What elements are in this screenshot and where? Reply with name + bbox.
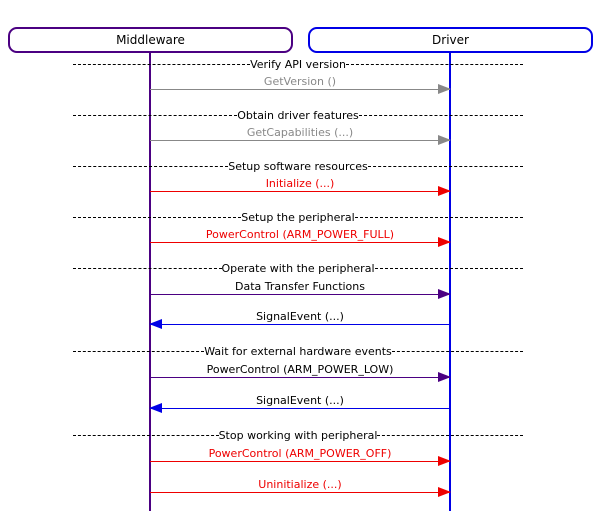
message-line (150, 456, 451, 466)
message-label: PowerControl (ARM_POWER_FULL) (205, 228, 395, 241)
divider-label: Setup the peripheral (241, 210, 355, 224)
dash-line-left (73, 165, 229, 167)
message-line (149, 319, 450, 329)
message-getversion: GetVersion () (150, 74, 451, 94)
dash-line-left (73, 434, 219, 436)
message-line (150, 487, 451, 497)
divider-setup-the-peripheral: Setup the peripheral (73, 209, 523, 225)
divider-label: Wait for external hardware events (204, 344, 392, 358)
message-label: PowerControl (ARM_POWER_OFF) (208, 447, 392, 460)
divider-obtain-driver-features: Obtain driver features (73, 107, 523, 123)
dash-line-right (391, 350, 523, 352)
message-powercontrol-full: PowerControl (ARM_POWER_FULL) (150, 227, 451, 247)
dash-line-right (367, 165, 523, 167)
divider-label: Setup software resources (228, 159, 368, 173)
dash-line-right (374, 267, 524, 269)
dash-line-left (73, 216, 242, 218)
dash-line-left (73, 267, 222, 269)
message-line (150, 237, 451, 247)
dash-line-left (73, 63, 251, 65)
divider-label: Stop working with peripheral (218, 428, 378, 442)
message-label: GetCapabilities (...) (246, 126, 354, 139)
arrowhead-right-icon (438, 84, 451, 94)
arrowhead-right-icon (438, 289, 451, 299)
divider-operate-with-the-peripheral: Operate with the peripheral (73, 260, 524, 276)
arrowhead-right-icon (438, 487, 451, 497)
dash-line-right (377, 434, 523, 436)
arrowhead-left-icon (149, 403, 162, 413)
divider-stop-working-with-peripheral: Stop working with peripheral (73, 427, 523, 443)
message-line (149, 403, 450, 413)
divider-setup-software-resources: Setup software resources (73, 158, 523, 174)
arrowhead-right-icon (438, 237, 451, 247)
message-line (150, 135, 451, 145)
message-initialize: Initialize (...) (150, 176, 451, 196)
divider-wait-for-external-hardware-events: Wait for external hardware events (73, 343, 523, 359)
divider-verify-api-version: Verify API version (73, 56, 524, 72)
arrowhead-right-icon (438, 135, 451, 145)
dash-line-left (73, 350, 205, 352)
message-label: GetVersion () (263, 75, 337, 88)
arrowhead-right-icon (438, 456, 451, 466)
dash-line-left (73, 114, 238, 116)
message-label: SignalEvent (...) (256, 394, 344, 407)
divider-label: Obtain driver features (237, 108, 359, 122)
lifeline-driver (449, 52, 451, 511)
actor-label-driver: Driver (432, 33, 469, 47)
message-uninitialize: Uninitialize (...) (150, 477, 451, 497)
message-label: Initialize (...) (265, 177, 335, 190)
message-powercontrol-low: PowerControl (ARM_POWER_LOW) (150, 362, 451, 382)
message-line (150, 84, 451, 94)
message-label: Uninitialize (...) (258, 478, 342, 491)
actor-box-middleware: Middleware (8, 27, 293, 53)
lifeline-middleware (149, 52, 151, 511)
message-line (150, 372, 451, 382)
divider-label: Verify API version (250, 57, 346, 71)
message-label: PowerControl (ARM_POWER_LOW) (206, 363, 394, 376)
message-data-transfer-functions: Data Transfer Functions (150, 279, 451, 299)
dash-line-right (345, 63, 524, 65)
dash-line-right (354, 216, 523, 218)
message-label: SignalEvent (...) (256, 310, 344, 323)
actor-label-middleware: Middleware (116, 33, 185, 47)
arrowhead-right-icon (438, 186, 451, 196)
arrowhead-left-icon (149, 319, 162, 329)
message-getcapabilities: GetCapabilities (...) (150, 125, 451, 145)
message-line (150, 289, 451, 299)
actor-box-driver: Driver (308, 27, 593, 53)
arrowhead-right-icon (438, 372, 451, 382)
message-powercontrol-off: PowerControl (ARM_POWER_OFF) (150, 446, 451, 466)
message-signalevent-2: SignalEvent (...) (149, 393, 450, 413)
divider-label: Operate with the peripheral (221, 261, 375, 275)
dash-line-right (358, 114, 523, 116)
message-signalevent-1: SignalEvent (...) (149, 309, 450, 329)
message-line (150, 186, 451, 196)
message-label: Data Transfer Functions (234, 280, 365, 293)
